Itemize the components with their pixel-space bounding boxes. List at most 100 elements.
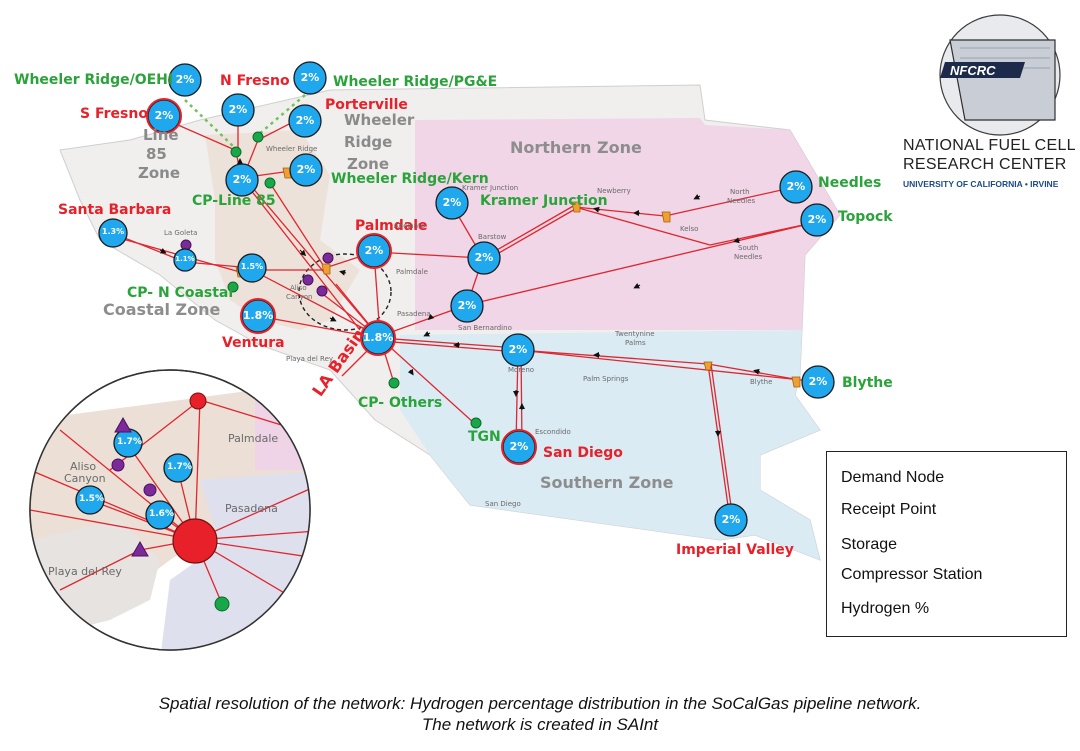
wheeler-zone-l2: Ridge [344,133,393,151]
line85-zone-l1: Line [143,126,179,144]
hydrogen-value-santa-barbara: 1.3% [101,227,125,236]
hydrogen-value-wheeler-kern: 2% [296,162,316,176]
coastal-zone-label: Coastal Zone [103,300,221,319]
place-wheeler-ridge: Wheeler Ridge [266,145,318,153]
place-blythe: Blythe [750,378,773,386]
hydrogen-value-n-coastal: 1.5% [240,262,264,271]
hydrogen-bubble-n-fresno [221,93,255,127]
compressor-icon [321,263,331,275]
hydrogen-value-porterville: 2% [295,113,315,127]
label-wheeler-kern: Wheeler Ridge/Kern [331,171,489,187]
logo-badge: NFCRC [950,63,996,78]
place-south-needles-2: Needles [734,253,763,261]
label-cp-others: CP- Others [358,395,443,411]
hydrogen-value-line85: 2% [232,172,252,186]
place-playa: Playa del Rey [286,355,334,363]
label-wheeler-oehi: Wheeler Ridge/OEHI [14,72,174,88]
label-needles: Needles [818,175,882,191]
inset-value-1: 1.7% [117,437,142,447]
place-la-goleta: La Goleta [164,229,198,237]
wheeler-dotted-links [184,94,306,149]
demand-rings [146,98,537,465]
hydrogen-bubble-needles [779,170,813,204]
place-san-bernardino: San Bernardino [458,324,512,332]
receipt-point-icon [230,146,242,158]
label-ventura: Ventura [222,335,285,351]
hydrogen-bubble-blythe [801,365,835,399]
label-imperial: Imperial Valley [676,542,794,558]
hydrogen-bubble-imperial [714,503,748,537]
receipt-points [227,131,482,429]
compressor-icon [571,201,581,213]
receipt-point-icon [227,281,239,293]
legend-hydrogen: Hydrogen % [841,600,930,617]
inset-value-4: 1.6% [149,509,174,519]
legend-receipt: Receipt Point [841,501,937,518]
storage-icon [302,274,314,286]
hydrogen-value-s-fresno: 2% [154,108,174,122]
hydrogen-value-palmdale: 2% [364,243,384,257]
place-barstow: Barstow [478,233,507,241]
hydrogen-bubble-goleta [173,248,197,272]
hydrogen-value-goleta: 1.1% [175,254,195,263]
label-porterville: Porterville [325,97,408,113]
place-aliso-1: Aliso [290,284,307,292]
label-topock: Topock [838,209,893,225]
hydrogen-bubble-barstow [467,241,501,275]
hydrogen-bubbles [98,61,835,537]
northern-zone-label: Northern Zone [510,138,642,157]
hydrogen-value-n-fresno: 2% [228,102,248,116]
receipt-point-icon [252,131,264,143]
northern-zone-region [415,118,840,330]
logo-line1: NATIONAL FUEL CELL [903,137,1076,154]
compressor-icon [661,211,671,223]
inset-map [29,369,311,651]
hydrogen-value-barstow: 2% [474,250,494,264]
label-tgn: TGN [468,429,501,445]
storage-icon [322,252,334,264]
hydrogen-bubble-topock [800,203,834,237]
wheeler-zone-l3: Zone [347,155,390,173]
storage-icon [316,285,328,297]
hydrogen-value-san-bernardino: 2% [457,298,477,312]
hydrogen-value-san-diego: 2% [509,439,529,453]
place-moreno: Moreno [508,366,535,374]
southern-zone-label: Southern Zone [540,473,674,492]
label-n-fresno: N Fresno [220,73,290,89]
hydrogen-value-wheeler-pge: 2% [300,70,320,84]
compressor-icon [791,376,801,388]
line85-zone-l2: 85 [146,145,167,163]
legend-box: Demand Node Receipt Point Storage Compre… [826,451,1067,637]
inset-playa: Playa del Rey [48,565,122,578]
hydrogen-bubble-kramer [435,186,469,220]
la-basin-outline [298,253,392,331]
hydrogen-value-moreno: 2% [508,342,528,356]
place-south-needles-1: South [738,244,759,252]
inset-value-3: 1.5% [79,494,104,504]
inset-aliso-1: Aliso [70,460,97,473]
legend-demand: Demand Node [841,469,945,486]
inset-pasadena: Pasadena [225,502,278,515]
place-adelanto: Adelanto [394,222,426,230]
label-s-fresno: S Fresno [80,106,148,122]
compressor-icon [703,361,713,371]
storage-sites [180,239,334,297]
wheeler-zone-l1: Wheeler [344,111,415,129]
hydrogen-bubble-wheeler-kern [289,153,323,187]
place-palm-springs: Palm Springs [583,375,629,383]
place-aliso-2: Canyon [286,293,313,301]
place-north-needles-2: Needles [727,197,756,205]
hydrogen-value-kramer: 2% [442,195,462,209]
hydrogen-bubble-moreno [501,333,535,367]
legend-storage: Storage [841,536,898,553]
receipt-point-icon [470,417,482,429]
hydrogen-value-wheeler-oehi: 2% [175,72,195,86]
inset-value-2: 1.7% [167,462,192,472]
hydrogen-value-topock: 2% [807,212,827,226]
place-twentynine-2: Palms [625,339,646,347]
hydrogen-value-la-basin: 1.8% [362,330,394,344]
line85-zone-l3: Zone [138,164,181,182]
nfcrc-logo-graphic [939,14,1061,136]
label-kramer: Kramer Junction [480,193,608,209]
logo-line3: UNIVERSITY OF CALIFORNIA • IRVINE [903,179,1059,189]
